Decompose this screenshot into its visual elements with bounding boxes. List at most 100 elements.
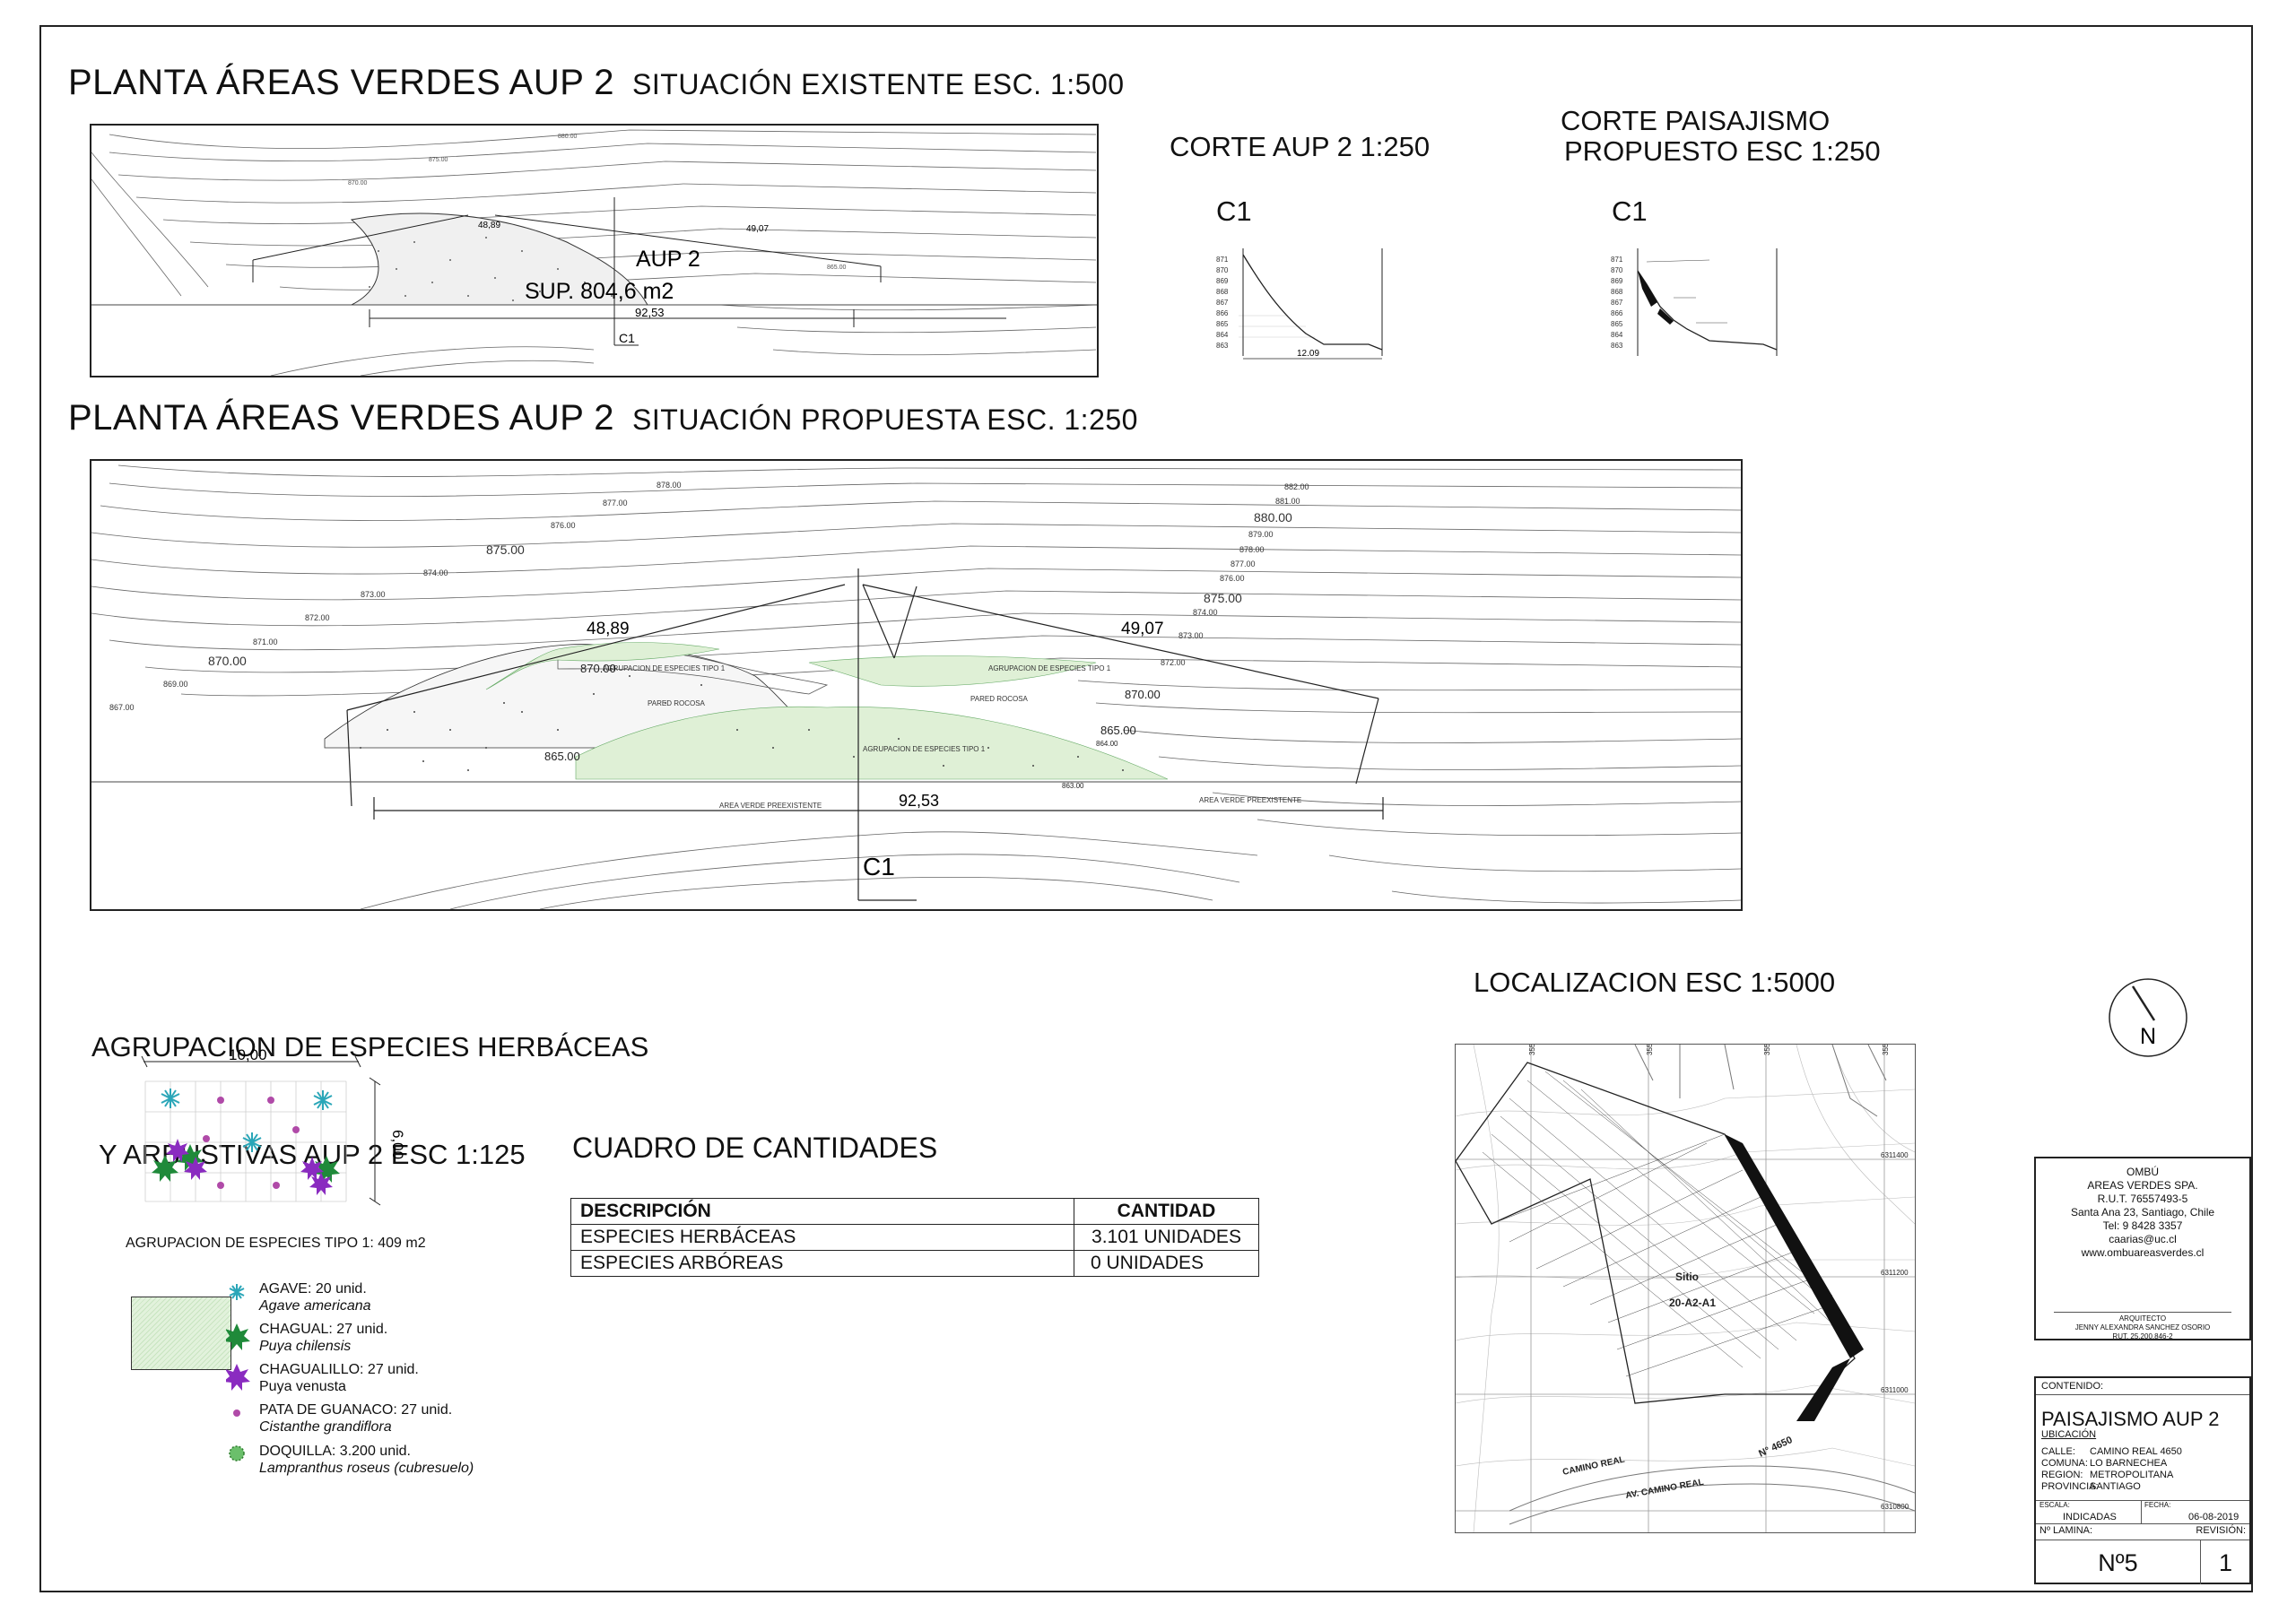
level-label: 870: [1216, 266, 1229, 274]
escala-label: ESCALA:: [2039, 1501, 2070, 1509]
coord-label: 6311200: [1881, 1269, 1909, 1277]
contour-label: 872.00: [305, 613, 330, 622]
contour-label: 878.00: [1239, 545, 1265, 554]
existing-plan-drawing: 48,89 49,07 AUP 2 SUP. 804,6 m2 92,53 C1…: [90, 124, 1099, 377]
content-title: PAISAJISMO AUP 2: [2041, 1408, 2220, 1430]
ubicacion-label: UBICACIÓN: [2041, 1429, 2097, 1440]
level-label: 871: [1611, 256, 1623, 264]
legend-doquilla: DOQUILLA: 3.200 unid.Lampranthus roseus …: [259, 1444, 474, 1476]
sheet-frame: [39, 25, 2253, 1592]
existing-contour-label: 870.00: [348, 180, 368, 186]
grouping-hatch-swatch: [131, 1297, 231, 1370]
inner-contour-label: 865.00: [1100, 724, 1136, 737]
chagualillo-icon: [166, 1139, 333, 1195]
module-height: 6,00: [389, 1130, 404, 1159]
section-proposed-drawing: 871 870 869 868 867 866 865 864 863: [1611, 244, 1790, 369]
level-label: 865: [1216, 320, 1229, 328]
contour-label: 876.00: [1220, 574, 1245, 583]
level-label: 868: [1216, 288, 1229, 296]
proposed-plan-drawing: 48,89 49,07 92,53 C1 AGRUPACION DE ESPEC…: [90, 459, 1743, 911]
module-width: 10,00: [229, 1049, 267, 1063]
contour-label: 869.00: [163, 680, 188, 689]
coord-label: 6311000: [1881, 1386, 1909, 1394]
proposed-dim-base: 92,53: [899, 792, 939, 810]
existing-cut-label: C1: [619, 331, 635, 345]
table-cell: ESPECIES HERBÁCEAS: [570, 1224, 1074, 1251]
doquilla-icon: [229, 1445, 245, 1462]
pata-guanaco-icon: [233, 1409, 240, 1417]
chagual-icon: [152, 1144, 340, 1183]
legend-chagualillo: CHAGUALILLO: 27 unid.Puya venusta: [259, 1362, 419, 1394]
address-values: CAMINO REAL 4650 LO BARNECHEA METROPOLIT…: [2090, 1446, 2182, 1492]
contour-label: 870.00: [208, 654, 247, 668]
company-name: OMBÚ: [2126, 1166, 2159, 1178]
grouping-title: AGRUPACION DE ESPECIES HERBÁCEAS Y ARBUS…: [91, 1031, 649, 1170]
table-cell: 0 UNIDADES: [1074, 1250, 1259, 1277]
legend-pata-guanaco: PATA DE GUANACO: 27 unid.Cistanthe grand…: [259, 1402, 453, 1435]
contour-label: 873.00: [1178, 631, 1204, 640]
grouping-caption: AGRUPACION DE ESPECIES TIPO 1: 409 m2: [126, 1236, 426, 1251]
inner-contour-label: 870.00: [580, 662, 616, 675]
existing-area-label: AUP 2: [636, 247, 700, 272]
legend-agave: AGAVE: 20 unid.Agave americana: [259, 1281, 371, 1314]
escala-value: INDICADAS: [2063, 1512, 2117, 1522]
existing-contour-label: 865.00: [827, 265, 847, 271]
company-rut: R.U.T. 76557493-5: [2097, 1193, 2188, 1205]
existing-dim-left: 48,89: [478, 221, 500, 230]
existing-dim-base: 92,53: [635, 306, 665, 319]
site-label: 20-A2-A1: [1669, 1297, 1716, 1309]
table-row: ESPECIES ARBÓREAS 0 UNIDADES: [570, 1250, 1259, 1277]
section-proposed-title: CORTE PAISAJISMO PROPUESTO ESC 1:250: [1561, 105, 1881, 167]
existing-dim-right: 49,07: [746, 224, 769, 234]
existing-contour-label: 880.00: [558, 134, 578, 140]
level-label: 867: [1216, 299, 1229, 307]
existing-surface-label: SUP. 804,6 m2: [525, 279, 674, 304]
inner-contour-label: 865.00: [544, 750, 580, 763]
contour-label: 871.00: [253, 638, 278, 646]
legend-chagual: CHAGUAL: 27 unid.Puya chilensis: [259, 1322, 388, 1354]
contour-label: 874.00: [1193, 608, 1218, 617]
north-arrow-icon: N: [2108, 977, 2188, 1058]
table-cell: ESPECIES ARBÓREAS: [570, 1250, 1074, 1277]
section-existing-drawing: 871 870 869 868 867 866 865 864 863 12.0…: [1216, 244, 1396, 369]
street-label: CAMINO REAL: [1561, 1455, 1625, 1478]
group-label: AGRUPACION DE ESPECIES TIPO 1: [863, 745, 986, 753]
grouping-module: 10,00 6,00: [135, 1049, 404, 1206]
level-label: 863: [1216, 342, 1229, 350]
quantities-table: DESCRIPCIÓN CANTIDAD ESPECIES HERBÁCEAS …: [570, 1198, 1259, 1277]
table-header-cell: DESCRIPCIÓN: [570, 1198, 1074, 1225]
contour-label: 880.00: [1254, 510, 1292, 525]
pata-guanaco-icon: [203, 1097, 300, 1189]
agave-icon: [161, 1089, 333, 1152]
section-existing-cut: C1: [1216, 195, 1252, 227]
contour-label: 874.00: [423, 568, 448, 577]
company-sub: AREAS VERDES SPA.: [2087, 1179, 2198, 1192]
contour-label: 879.00: [1248, 530, 1274, 539]
rock-label: PARED ROCOSA: [970, 695, 1029, 703]
section-width-label: 12.09: [1297, 349, 1319, 359]
level-label: 866: [1216, 309, 1229, 317]
agave-icon: [229, 1284, 245, 1300]
coord-label: 6310800: [1881, 1503, 1909, 1511]
number-label: N° 4650: [1757, 1435, 1794, 1460]
lamina-value: Nº5: [2098, 1549, 2138, 1576]
contour-label: 867.00: [109, 703, 135, 712]
inner-contour-label: 864.00: [1096, 740, 1118, 748]
coord-label: 355400: [1763, 1045, 1771, 1055]
section-proposed-cut: C1: [1612, 195, 1648, 227]
level-label: 869: [1216, 277, 1229, 285]
inner-contour-label: 870.00: [1125, 688, 1161, 701]
coord-label: 6311400: [1881, 1151, 1909, 1159]
contenido-label: CONTENIDO:: [2041, 1381, 2104, 1392]
north-label: N: [2140, 1024, 2156, 1049]
company-address: Santa Ana 23, Santiago, Chile: [2070, 1206, 2215, 1219]
contour-label: 881.00: [1275, 497, 1300, 506]
group-label: AGRUPACION DE ESPECIES TIPO 1: [988, 664, 1111, 672]
contour-label: 876.00: [551, 521, 576, 530]
company-email: caarias@uc.cl: [2109, 1233, 2177, 1245]
proposed-cut-label: C1: [863, 853, 895, 880]
site-label: Sitio: [1675, 1271, 1699, 1283]
level-label: 871: [1216, 256, 1229, 264]
company-web: www.ombuareasverdes.cl: [2081, 1246, 2205, 1259]
